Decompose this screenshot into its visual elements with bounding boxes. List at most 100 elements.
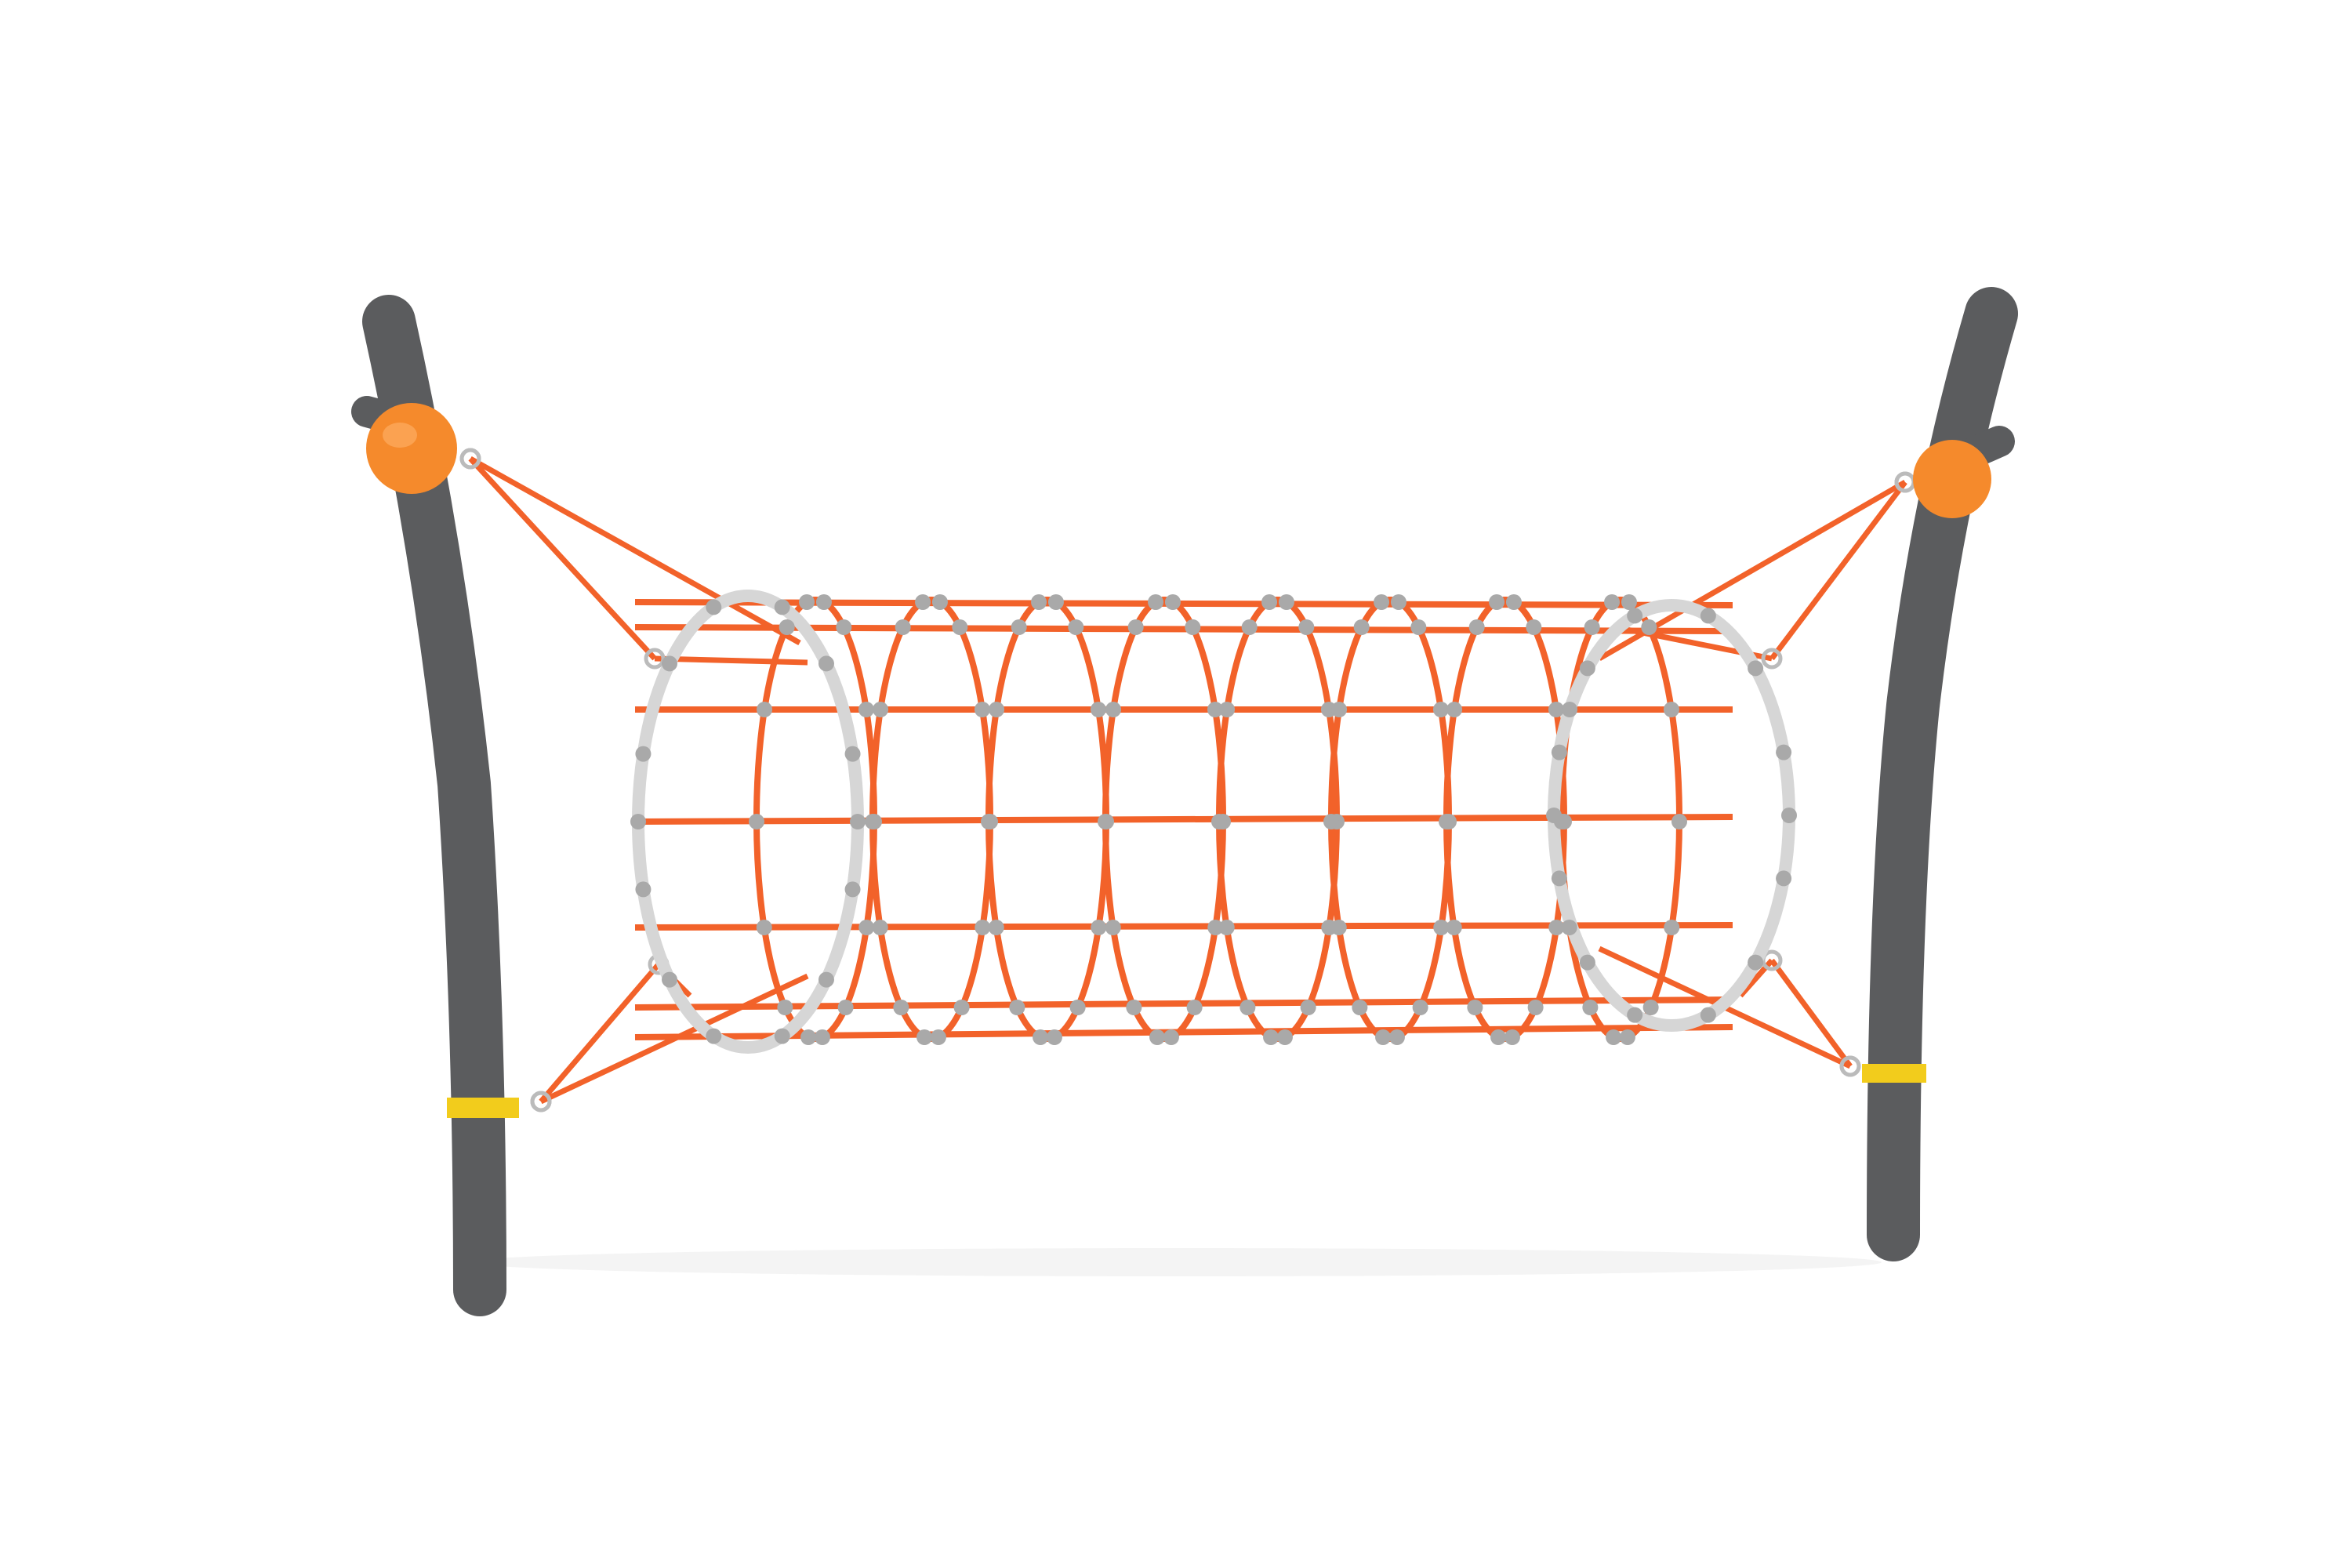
connector-node bbox=[630, 814, 646, 829]
connector-node bbox=[1504, 1029, 1520, 1045]
connector-node bbox=[1127, 619, 1144, 635]
connector-node bbox=[858, 920, 875, 935]
connector-node bbox=[953, 1000, 970, 1015]
connector-node bbox=[1663, 702, 1679, 717]
connector-node bbox=[1388, 1029, 1405, 1045]
connector-node bbox=[1621, 594, 1637, 610]
connector-node bbox=[1207, 702, 1223, 717]
ball-highlight bbox=[383, 423, 417, 448]
anchor-rope bbox=[1769, 480, 1907, 661]
connector-node bbox=[1105, 702, 1122, 717]
connector-node bbox=[1276, 1029, 1293, 1045]
connector-node bbox=[635, 746, 652, 762]
connector-node bbox=[1604, 594, 1621, 610]
connector-node bbox=[706, 599, 722, 615]
connector-node bbox=[981, 814, 997, 829]
connector-node bbox=[836, 619, 852, 635]
connector-node bbox=[818, 655, 834, 672]
connector-node bbox=[974, 702, 990, 717]
connector-node bbox=[1642, 1000, 1659, 1015]
connector-node bbox=[1164, 594, 1181, 610]
connector-node bbox=[1207, 920, 1224, 935]
shackle bbox=[1839, 1055, 1861, 1077]
connector-node bbox=[1031, 594, 1047, 610]
connector-node bbox=[1748, 660, 1764, 677]
connector-node bbox=[1446, 702, 1463, 717]
connector-node bbox=[1439, 814, 1455, 829]
connector-node bbox=[1098, 814, 1114, 829]
connector-node bbox=[1374, 594, 1390, 610]
connector-node bbox=[1468, 619, 1485, 635]
connector-node bbox=[756, 920, 772, 935]
connector-node bbox=[1582, 1000, 1599, 1015]
connector-node bbox=[858, 702, 874, 717]
anchor-rope bbox=[539, 962, 661, 1104]
longitudinal-rope bbox=[634, 996, 1733, 1011]
connector-node bbox=[1505, 594, 1522, 610]
right-ball-clamp bbox=[1913, 440, 1991, 518]
connector-node bbox=[1776, 744, 1792, 760]
post-fittings bbox=[366, 403, 1991, 1118]
connector-node bbox=[1551, 744, 1567, 760]
connector-node bbox=[1606, 1029, 1622, 1045]
connector-node bbox=[1211, 814, 1228, 829]
connector-node bbox=[873, 702, 889, 717]
connector-node bbox=[1390, 594, 1406, 610]
connector-node bbox=[635, 881, 652, 898]
connector-node bbox=[865, 814, 881, 829]
connector-node bbox=[1641, 619, 1657, 635]
connector-node bbox=[1218, 920, 1235, 935]
connector-node bbox=[1548, 702, 1564, 717]
connector-node bbox=[1068, 619, 1084, 635]
connector-node bbox=[799, 594, 815, 610]
connector-node bbox=[757, 702, 773, 717]
connector-node bbox=[1410, 619, 1427, 635]
connector-node bbox=[1433, 920, 1450, 935]
connector-node bbox=[1526, 619, 1542, 635]
tunnel-net bbox=[630, 590, 1797, 1054]
connector-node bbox=[872, 920, 888, 935]
connector-node bbox=[1278, 594, 1294, 610]
connector-node bbox=[1091, 920, 1107, 935]
connector-node bbox=[988, 920, 1004, 935]
longitudinal-rope bbox=[634, 624, 1733, 634]
connector-node bbox=[1033, 1029, 1049, 1045]
connector-node bbox=[1105, 920, 1121, 935]
connector-node bbox=[1375, 1029, 1392, 1045]
connector-node bbox=[1527, 1000, 1544, 1015]
connector-node bbox=[895, 619, 911, 635]
connector-node bbox=[1619, 1029, 1635, 1045]
connector-node bbox=[1671, 814, 1687, 829]
connector-node bbox=[915, 594, 931, 610]
anchor-rope bbox=[1769, 958, 1853, 1069]
connector-node bbox=[1352, 1000, 1368, 1015]
connector-node bbox=[1776, 870, 1792, 887]
connector-node bbox=[1069, 1000, 1086, 1015]
connector-node bbox=[1331, 702, 1348, 717]
shackle bbox=[530, 1091, 552, 1112]
anchor-rope bbox=[469, 456, 801, 646]
connector-node bbox=[844, 746, 861, 762]
connector-node bbox=[1298, 619, 1315, 635]
connector-node bbox=[1579, 954, 1595, 971]
connector-node bbox=[1353, 619, 1370, 635]
connector-node bbox=[989, 702, 1005, 717]
connector-node bbox=[1490, 1029, 1507, 1045]
connector-node bbox=[1579, 660, 1595, 677]
connector-node bbox=[1300, 1000, 1316, 1015]
connector-node bbox=[818, 971, 834, 988]
connector-node bbox=[1126, 1000, 1142, 1015]
connector-node bbox=[1551, 870, 1567, 887]
connector-node bbox=[1467, 1000, 1483, 1015]
connector-node bbox=[850, 814, 866, 829]
connector-node bbox=[837, 1000, 854, 1015]
connector-node bbox=[1664, 920, 1680, 935]
connector-node bbox=[662, 655, 678, 672]
connector-node bbox=[1009, 1000, 1025, 1015]
left-ball-clamp bbox=[366, 403, 457, 494]
connector-node bbox=[1584, 619, 1600, 635]
connector-node bbox=[844, 881, 861, 898]
connector-node bbox=[1700, 1007, 1716, 1023]
anchor-rope bbox=[654, 655, 808, 666]
